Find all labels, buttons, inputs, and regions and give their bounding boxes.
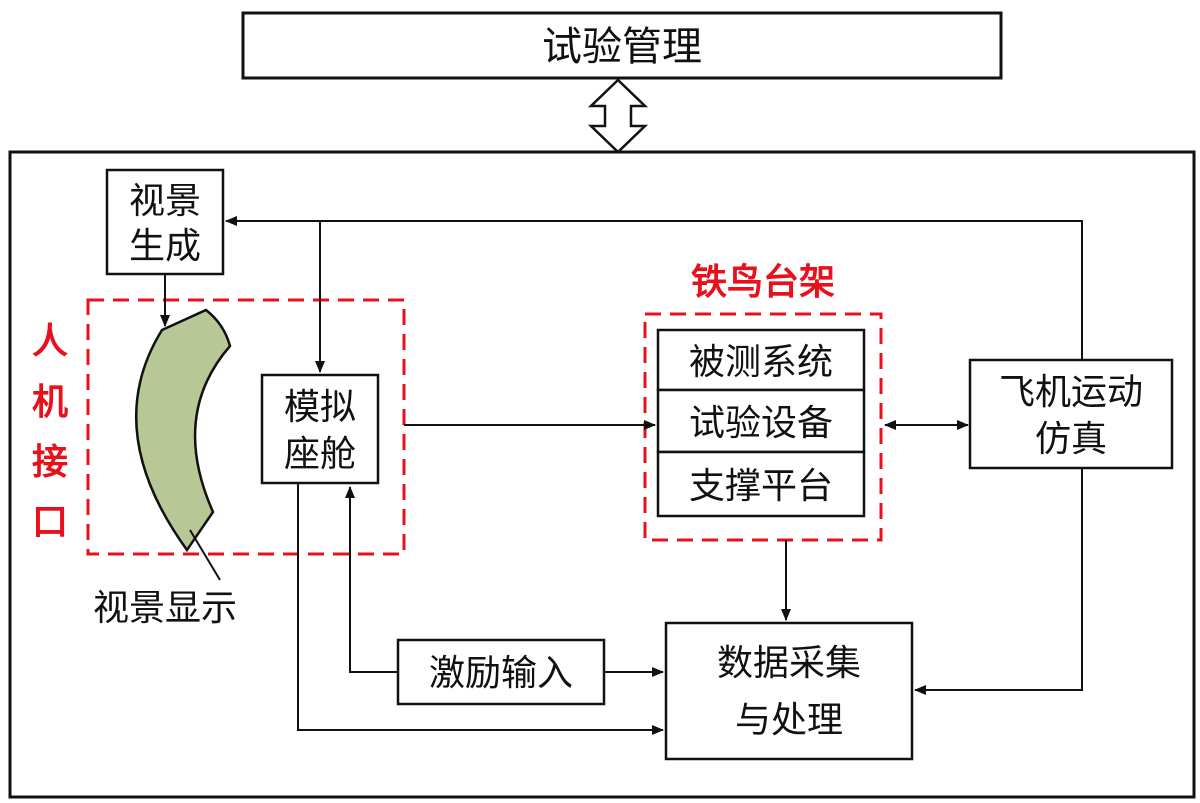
visual-generation-line1: 视景 xyxy=(129,181,201,222)
sim-cockpit-box xyxy=(260,373,380,485)
hmi-label-1: 人 xyxy=(32,321,68,362)
line-cockpit-to-dataacq xyxy=(297,483,664,735)
flight-sim-box xyxy=(968,358,1174,470)
visual-generation-box xyxy=(105,168,225,276)
support-platform-label: 支撑平台 xyxy=(689,466,833,507)
visual-display-label: 视景显示 xyxy=(93,588,237,629)
line-excitation-to-cockpit xyxy=(345,486,398,673)
data-acq-line1: 数据采集 xyxy=(717,643,861,684)
display-leader-line xyxy=(189,529,221,581)
sim-cockpit-line2: 座舱 xyxy=(284,434,356,475)
line-flightsim-to-visualgen xyxy=(225,216,1083,360)
visual-display-screen xyxy=(135,308,232,553)
sim-cockpit-line1: 模拟 xyxy=(284,387,356,428)
hmi-label-4: 口 xyxy=(32,502,68,543)
support-platform-box xyxy=(656,450,866,518)
test-equipment-label: 试验设备 xyxy=(689,403,833,444)
line-flightsim-to-dataacq xyxy=(914,468,1083,695)
flight-sim-line1: 飞机运动 xyxy=(999,372,1143,413)
flight-sim-line2: 仿真 xyxy=(1035,419,1107,460)
test-equipment-box xyxy=(656,388,866,454)
hmi-dashed-box xyxy=(86,298,406,556)
system-under-test-box xyxy=(656,328,866,392)
iron-bird-label: 铁鸟台架 xyxy=(691,262,835,303)
test-management-label: 试验管理 xyxy=(542,24,702,70)
excitation-input-label: 激励输入 xyxy=(429,653,573,694)
hmi-label-2: 机 xyxy=(32,382,68,423)
bidirectional-hollow-arrow xyxy=(587,78,649,154)
main-frame xyxy=(8,150,1196,799)
system-under-test-label: 被测系统 xyxy=(689,342,833,383)
data-acq-line2: 与处理 xyxy=(735,700,843,741)
test-management-box xyxy=(241,11,1003,80)
data-acq-box xyxy=(664,621,914,761)
visual-generation-line2: 生成 xyxy=(129,226,201,267)
hmi-label-3: 接 xyxy=(32,442,68,483)
